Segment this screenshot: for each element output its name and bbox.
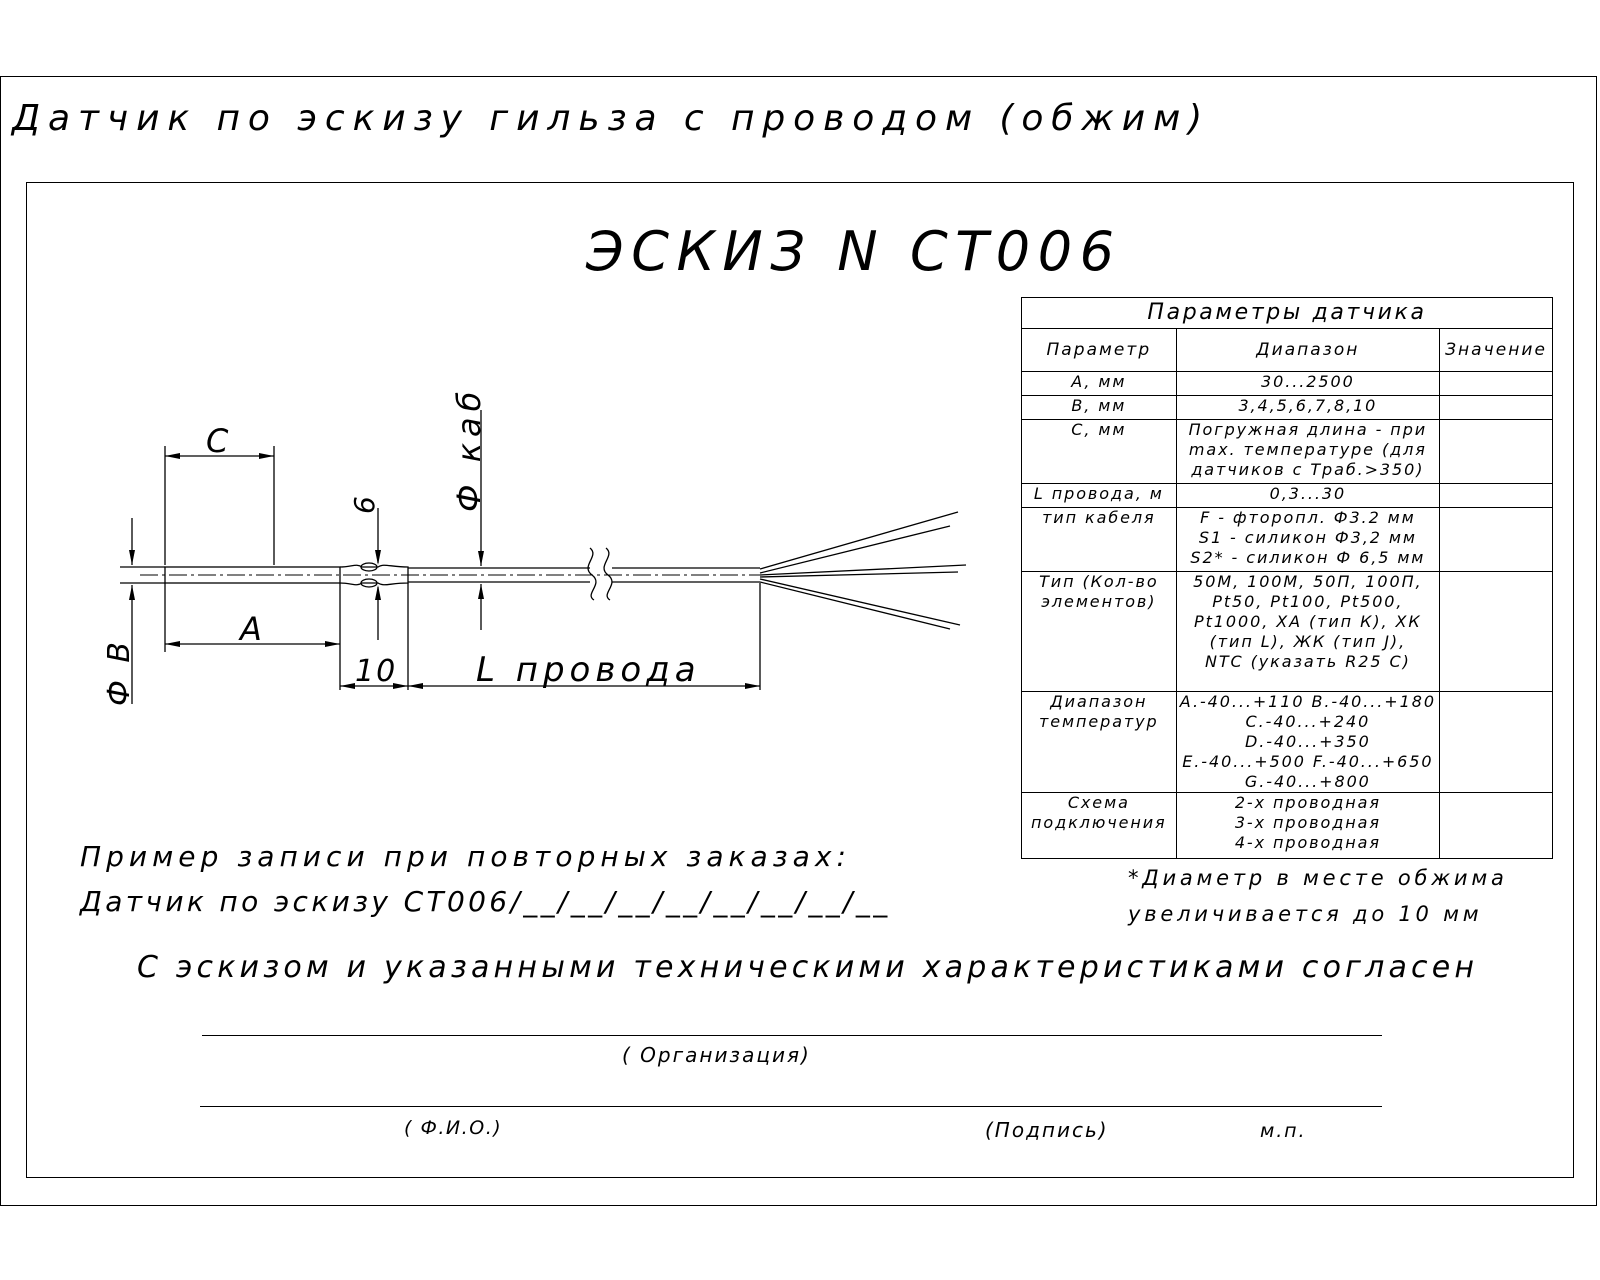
value-cell [1439,395,1553,420]
sketch-title: ЭСКИЗ N CT006 [586,220,1122,283]
value-cell [1439,483,1553,508]
page-header: Датчик по эскизу гильза с проводом (обжи… [12,98,1211,139]
value-cell [1439,419,1553,484]
table-row: Тип (Кол-во элементов) 50М, 100М, 50П, 1… [1021,571,1553,692]
table-row: Схема подключения 2-х проводная 3-х пров… [1021,792,1553,859]
value-cell [1439,571,1553,692]
range-cell: 2-х проводная 3-х проводная 4-х проводна… [1175,792,1441,859]
signature-label: (Подпись) [985,1118,1109,1142]
param-cell: L провода, м [1021,483,1177,508]
break-mark-2 [603,547,613,601]
example-code: Датчик по эскизу CT006/__/__/__/__/__/__… [80,885,891,918]
note-line-2: увеличивается до 10 мм [1128,902,1483,926]
value-cell [1439,691,1553,793]
table-row: B, мм 3,4,5,6,7,8,10 [1021,395,1553,420]
col-header-range: Диапазон [1175,328,1441,372]
col-header-value: Значение [1439,328,1553,372]
table-row: A, мм 30...2500 [1021,371,1553,396]
range-cell: 50М, 100М, 50П, 100П, Pt50, Pt100, Pt500… [1175,571,1441,692]
range-cell: Погружная длина - при max. температуре (… [1175,419,1441,484]
value-cell [1439,371,1553,396]
wire-3 [759,578,961,626]
range-cell: A.-40...+110 B.-40...+180 C.-40...+240 D… [1175,691,1441,793]
value-cell [1439,507,1553,572]
value-cell [1439,792,1553,859]
dim-kab-label: Ф каб [450,386,488,512]
range-cell: 0,3...30 [1175,483,1441,508]
table-row: C, мм Погружная длина - при max. темпера… [1021,419,1553,484]
param-cell: Тип (Кол-во элементов) [1021,571,1177,692]
agreement-text: С эскизом и указанными техническими хара… [137,950,1479,985]
dim-10-label: 10 [355,654,397,689]
param-cell: Схема подключения [1021,792,1177,859]
organization-line [202,1035,1382,1036]
fio-label: ( Ф.И.О.) [404,1117,503,1139]
dim-6-label: 6 [348,496,381,514]
dim-l-label: L провода [476,650,701,690]
dim-a-label: A [238,610,262,648]
param-cell: A, мм [1021,371,1177,396]
crimp-bulge-bottom [360,578,378,588]
params-table-caption: Параметры датчика [1021,297,1553,329]
fio-line [200,1106,1382,1107]
range-cell: 3,4,5,6,7,8,10 [1175,395,1441,420]
organization-label: ( Организация) [622,1043,811,1067]
range-cell: 30...2500 [1175,371,1441,396]
inner-frame [26,182,1574,1178]
stamp-label: м.п. [1260,1120,1307,1142]
note-line-1: *Диаметр в месте обжима [1128,866,1508,890]
col-header-param: Параметр [1021,328,1177,372]
param-cell: Диапазон температур [1021,691,1177,793]
table-row: Диапазон температур A.-40...+110 B.-40..… [1021,691,1553,793]
table-row: тип кабеля F - фторопл. Ф3.2 мм S1 - сил… [1021,507,1553,572]
crimp-bulge-top [360,562,378,572]
param-cell: тип кабеля [1021,507,1177,572]
example-heading: Пример записи при повторных заказах: [80,840,851,873]
outer-frame [0,76,1597,1206]
break-mark-1 [587,547,597,601]
range-cell: F - фторопл. Ф3.2 мм S1 - силикон Ф3,2 м… [1175,507,1441,572]
dim-c-label: C [206,422,229,460]
param-cell: C, мм [1021,419,1177,484]
dim-b-label: Ф В [102,638,137,706]
wire-1 [759,511,959,570]
table-row: L провода, м 0,3...30 [1021,483,1553,508]
params-table: Параметры датчика Параметр Диапазон Знач… [1021,297,1553,859]
param-cell: B, мм [1021,395,1177,420]
wire-2 [759,564,967,576]
